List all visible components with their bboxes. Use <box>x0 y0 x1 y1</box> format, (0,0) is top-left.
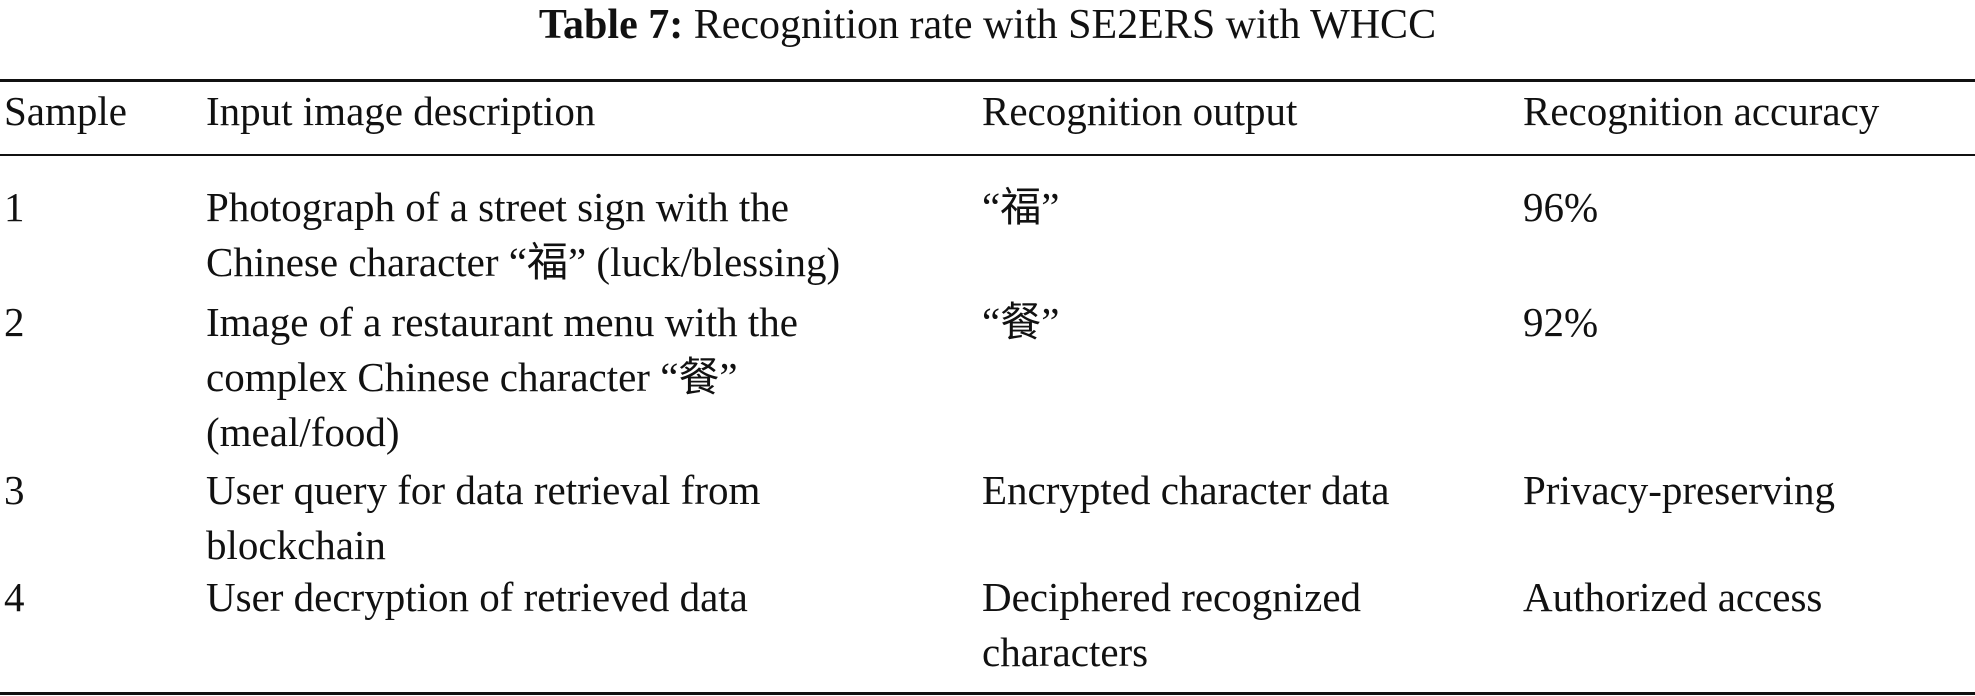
row-1-output: “福” <box>982 184 1060 230</box>
row-3-description: User query for data retrieval from block… <box>206 467 761 568</box>
row-2-sample: 2 <box>4 299 25 345</box>
row-1-description: Photograph of a street sign with the Chi… <box>206 184 841 285</box>
row-4-output: Deciphered recognized characters <box>982 574 1362 675</box>
column-header-sample: Sample <box>4 88 127 134</box>
table-caption: Table 7: Recognition rate with SE2ERS wi… <box>0 2 1975 48</box>
row-3-sample: 3 <box>4 467 25 513</box>
row-1-sample: 1 <box>4 184 25 230</box>
table-top-rule <box>0 79 1975 82</box>
row-4-sample: 4 <box>4 574 25 620</box>
row-3-output: Encrypted character data <box>982 467 1390 513</box>
row-4-description: User decryption of retrieved data <box>206 574 748 620</box>
row-2-accuracy: 92% <box>1523 299 1599 345</box>
table-title: Recognition rate with SE2ERS with WHCC <box>693 2 1437 48</box>
column-header-accuracy: Recognition accuracy <box>1523 88 1880 134</box>
header-rule <box>0 154 1975 156</box>
row-4-accuracy: Authorized access <box>1523 574 1823 620</box>
column-header-description: Input image description <box>206 88 596 134</box>
row-1-accuracy: 96% <box>1523 184 1599 230</box>
row-3-accuracy: Privacy-preserving <box>1523 467 1835 513</box>
table-bottom-rule <box>0 692 1975 695</box>
row-2-output: “餐” <box>982 299 1060 345</box>
row-2-description: Image of a restaurant menu with the comp… <box>206 299 798 455</box>
column-header-output: Recognition output <box>982 88 1298 134</box>
table-number: Table 7: <box>538 2 684 48</box>
